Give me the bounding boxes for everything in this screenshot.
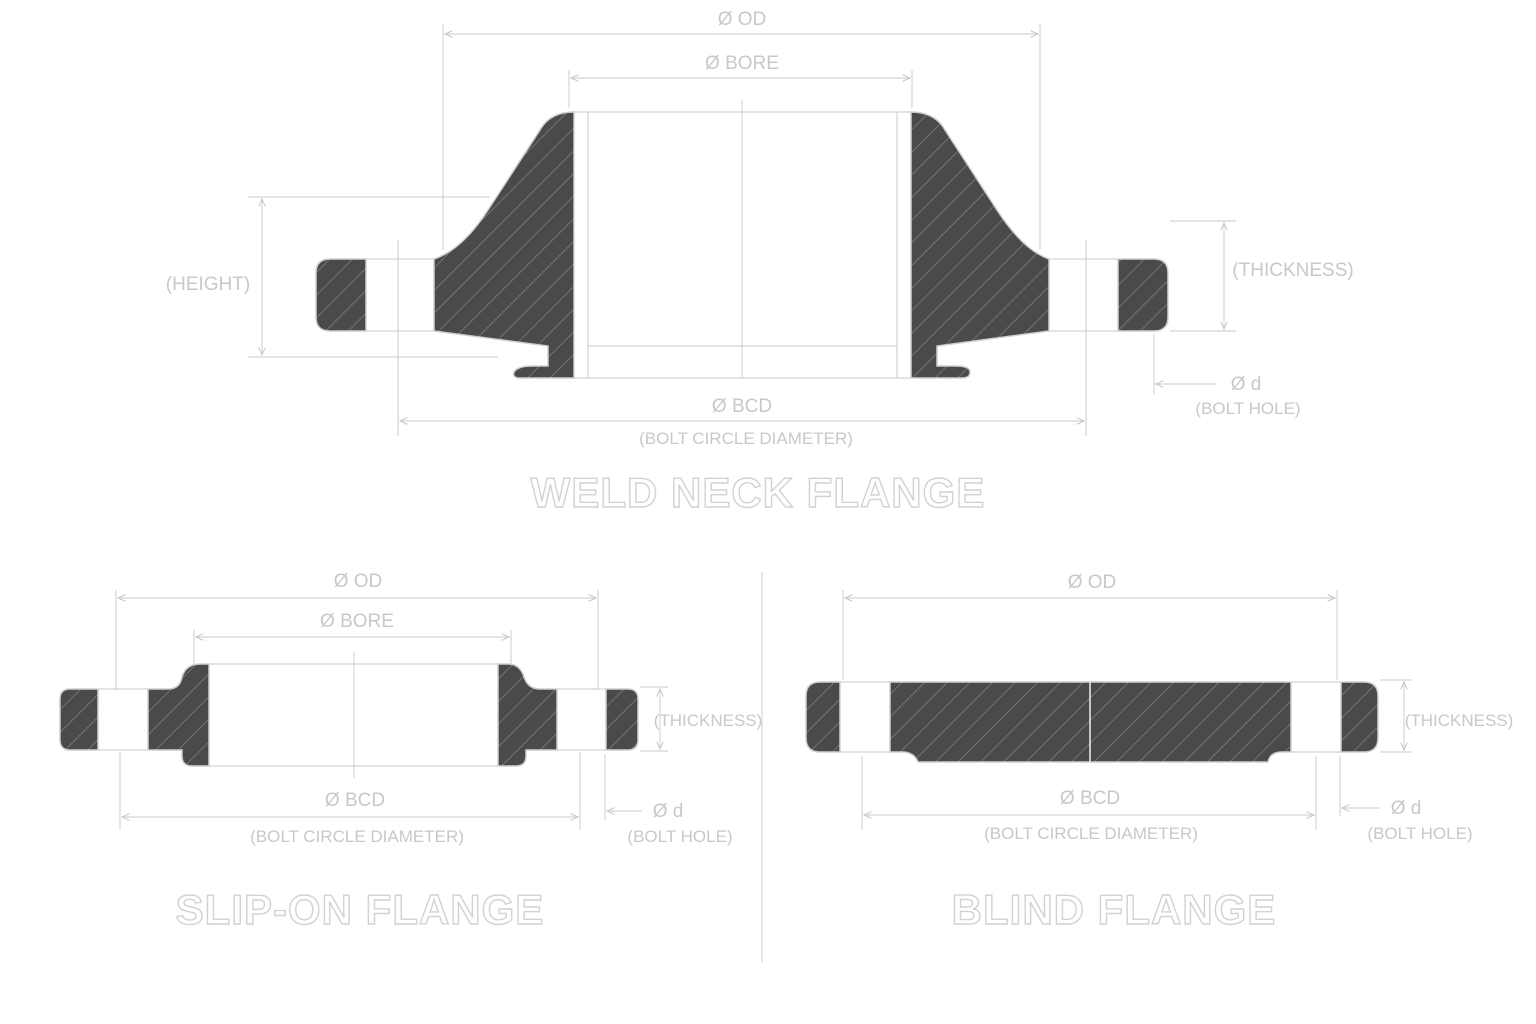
weld-neck-right-hub (910, 111, 1050, 379)
blind-bcd-full-label: (BOLT CIRCLE DIAMETER) (984, 824, 1198, 843)
weld-neck-height-label: (HEIGHT) (166, 274, 250, 295)
weld-neck-bolt-d-label: Ø d (1231, 374, 1262, 395)
blind-bolt-hole-label: (BOLT HOLE) (1367, 824, 1472, 843)
slip-on-bore-label: Ø BORE (320, 611, 394, 632)
blind-od-label: Ø OD (1068, 572, 1117, 593)
weld-neck-right-bore-band (896, 111, 912, 379)
weld-neck-bolt-hole-label: (BOLT HOLE) (1195, 399, 1300, 418)
weld-neck-title: WELD NECK FLANGE (531, 469, 986, 516)
blind-right-flange-end (1340, 681, 1379, 753)
blind-title: BLIND FLANGE (952, 886, 1277, 933)
slip-on-bcd-full-label: (BOLT CIRCLE DIAMETER) (250, 827, 464, 846)
slip-on-bolt-hole-label: (BOLT HOLE) (627, 827, 732, 846)
blind-flange: Ø OD (THICKNESS) Ø BCD (BOLT CIRCLE DIAM… (805, 572, 1514, 934)
slip-on-left-flange-end (59, 688, 99, 751)
weld-neck-od-label: Ø OD (718, 9, 767, 30)
weld-neck-left-bore-band (573, 111, 589, 379)
slip-on-left-hub (147, 663, 210, 767)
weld-neck-left-hub (433, 111, 575, 379)
blind-left-flange-end (805, 681, 841, 753)
slip-on-flange: Ø OD Ø BORE (THICKNESS) Ø BCD (BOLT CIRC… (59, 571, 763, 934)
slip-on-bolt-d-label: Ø d (653, 801, 684, 822)
blind-bcd-label: Ø BCD (1060, 788, 1120, 809)
slip-on-title: SLIP-ON FLANGE (176, 886, 545, 933)
weld-neck-thickness-label: (THICKNESS) (1232, 260, 1353, 281)
slip-on-thickness-label: (THICKNESS) (654, 711, 763, 730)
weld-neck-bore-label: Ø BORE (705, 53, 779, 74)
slip-on-right-hub (497, 663, 558, 767)
blind-bolt-d-label: Ø d (1391, 798, 1422, 819)
weld-neck-left-flange-end (315, 258, 367, 332)
slip-on-right-flange-end (605, 688, 639, 751)
blind-thickness-label: (THICKNESS) (1405, 711, 1514, 730)
slip-on-bcd-label: Ø BCD (325, 790, 385, 811)
weld-neck-right-flange-end (1117, 258, 1169, 332)
weld-neck-bcd-label: Ø BCD (712, 396, 772, 417)
weld-neck-flange: Ø OD Ø BORE (HEIGHT) (THICKNESS) Ø BCD (… (166, 9, 1354, 517)
slip-on-od-label: Ø OD (334, 571, 383, 592)
weld-neck-bcd-full-label: (BOLT CIRCLE DIAMETER) (639, 429, 853, 448)
